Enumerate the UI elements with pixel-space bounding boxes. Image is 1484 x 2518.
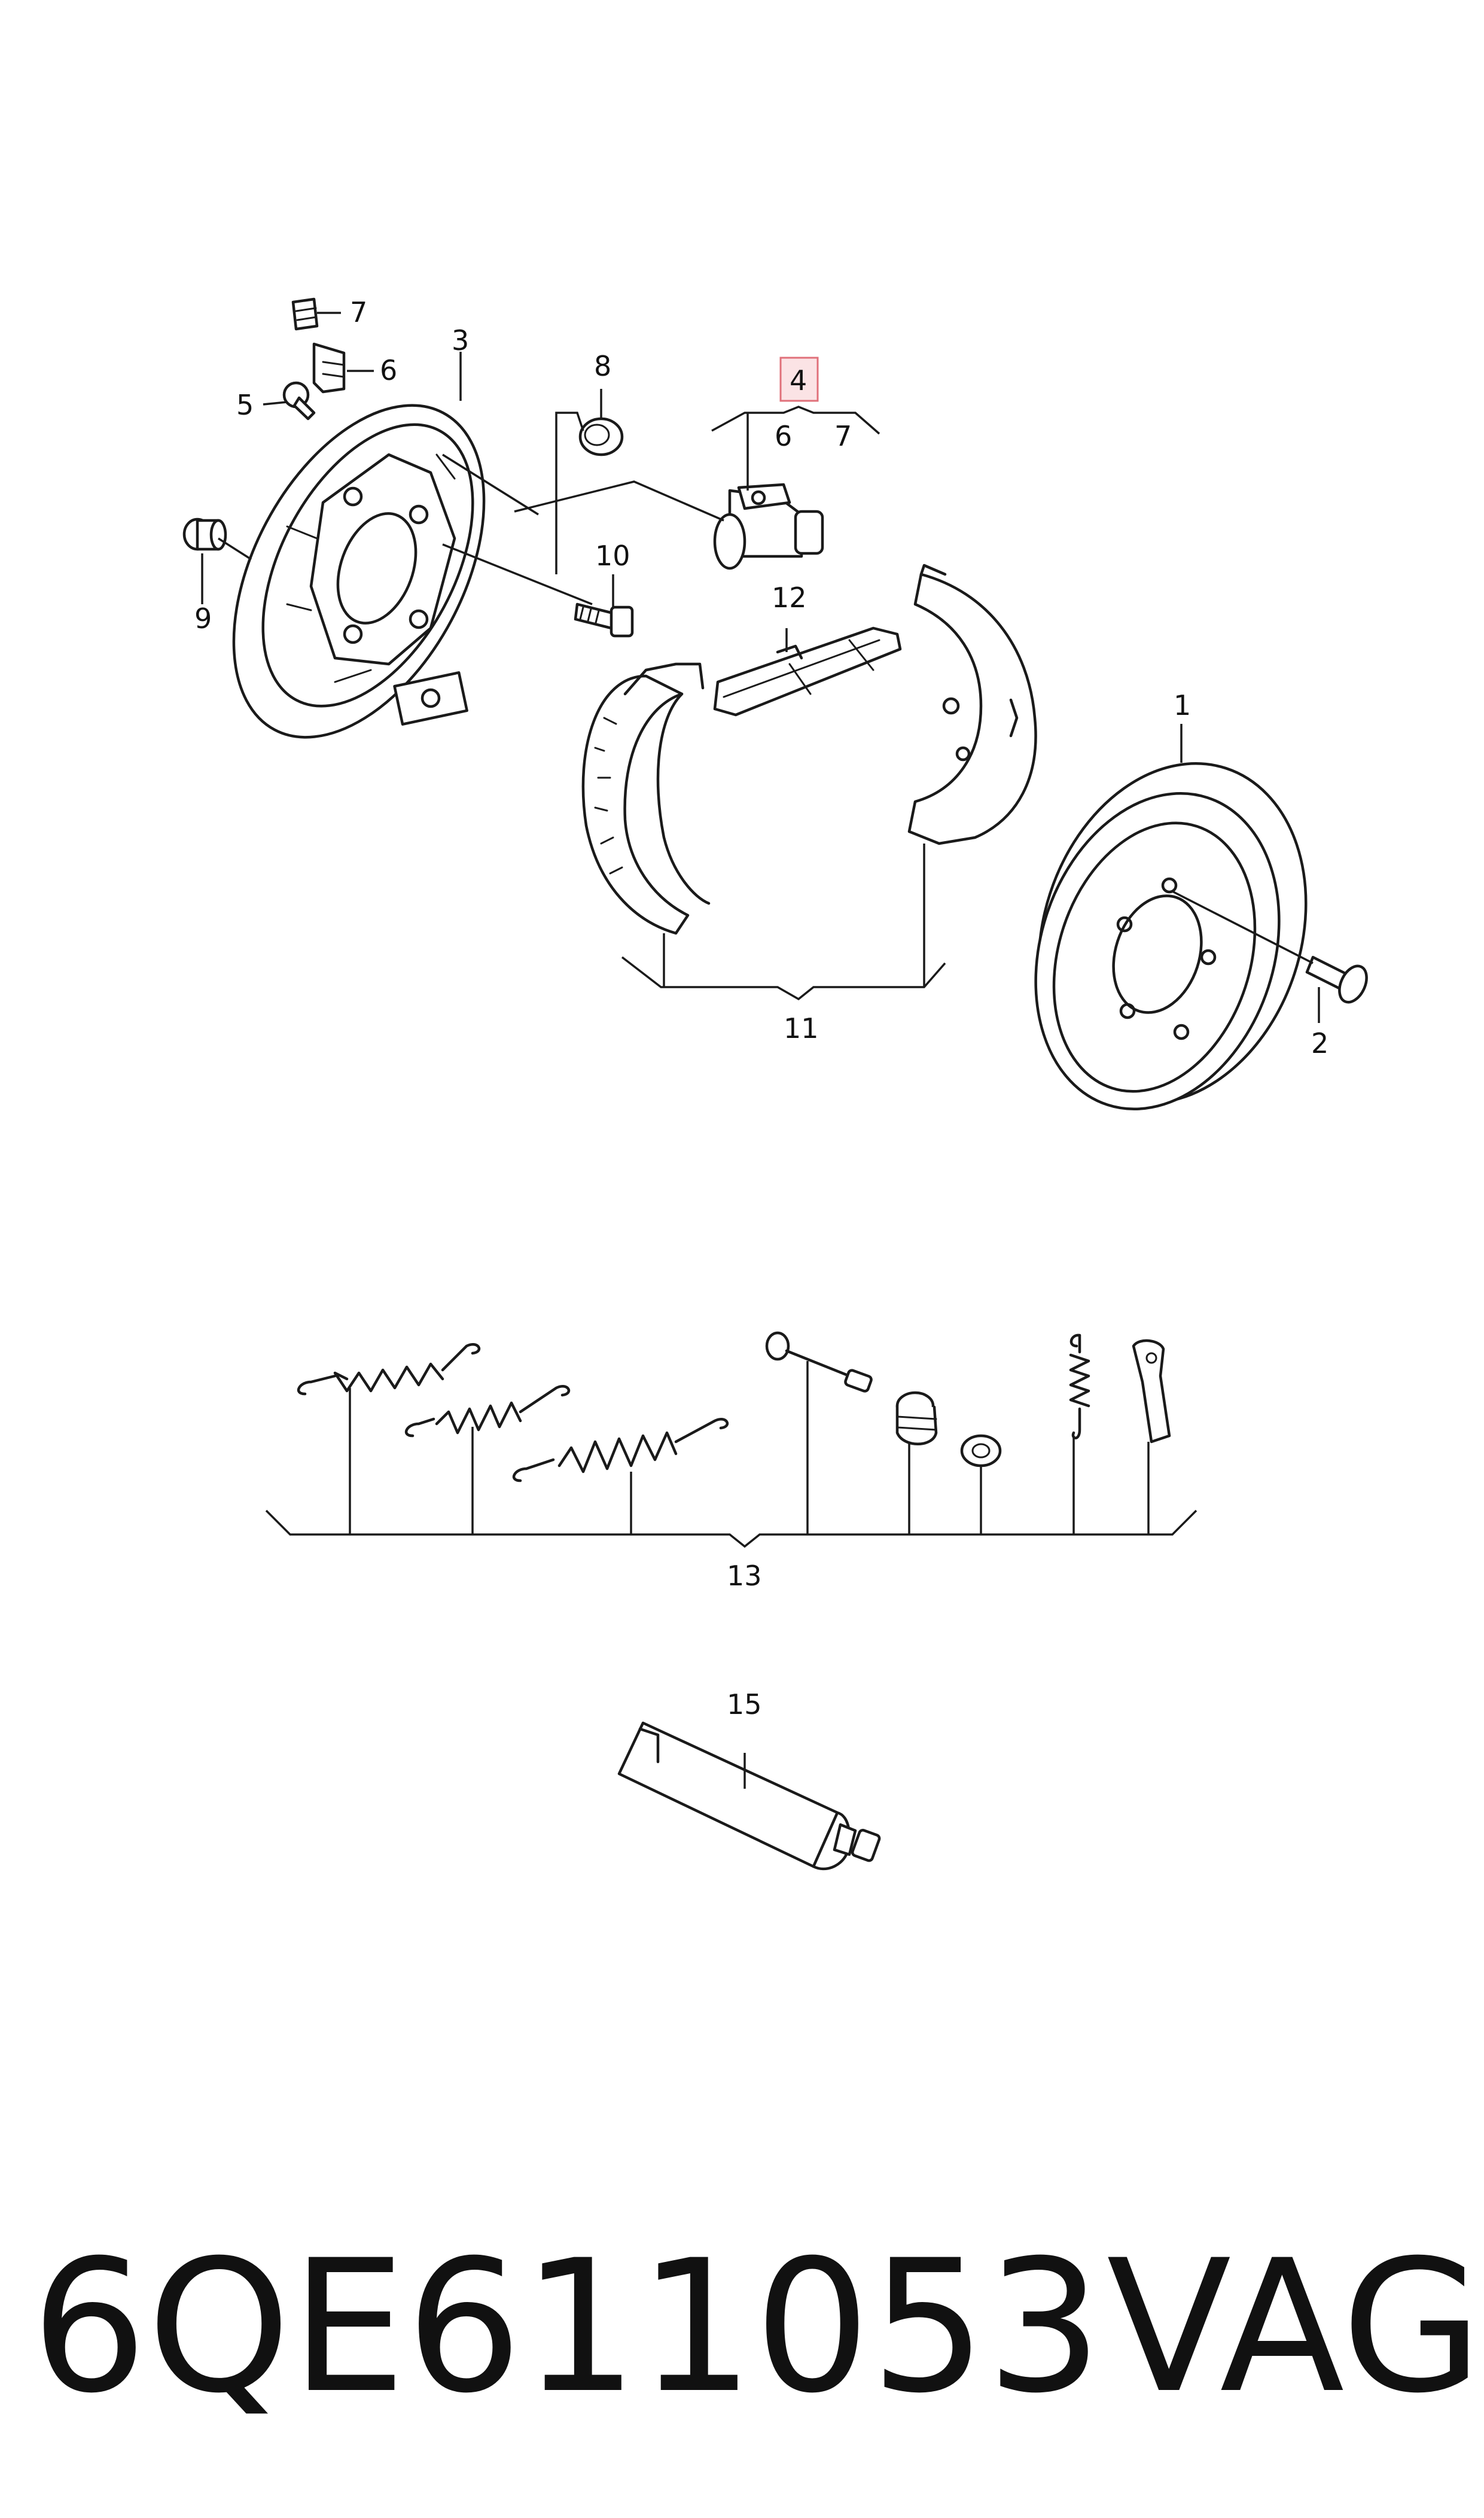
callout-10[interactable]: 10 [595,540,630,572]
callout-5[interactable]: 5 [236,389,254,421]
callout-11[interactable]: 11 [784,1012,819,1045]
rubber-plug [578,417,624,456]
brake-drum [1034,762,1308,1111]
drum-screw [1305,955,1368,1004]
brake-shoe-right [907,564,1037,845]
brand-name: VAG [1107,2221,1483,2433]
mounting-bolt [574,602,634,638]
hex-bolt-small [282,381,316,421]
footer-caption: 6QE611053 VAG [0,2225,1484,2429]
brake-backplate [232,404,486,739]
leader-lines [201,312,1320,1789]
retaining-pin [765,1331,873,1393]
grease-tube [617,1721,881,1871]
callout-7-bracket[interactable]: 7 [834,420,852,452]
callout-13[interactable]: 13 [727,1560,762,1592]
callout-15[interactable]: 15 [727,1688,762,1721]
callout-6-bracket[interactable]: 6 [775,420,792,452]
callout-9[interactable]: 9 [194,602,212,635]
bleed-screw [312,342,346,394]
bleed-valve-cap [291,297,319,331]
callout-12[interactable]: 12 [772,581,807,614]
spring-large-2 [404,1385,570,1438]
wheel-cylinder [713,483,824,570]
callout-8[interactable]: 8 [594,350,611,382]
spring-cup-coil [895,1391,938,1445]
highlight-box [779,357,819,402]
callout-4[interactable]: 4 [790,364,807,397]
parking-brake-lever [1132,1339,1171,1444]
callout-7-left[interactable]: 7 [350,296,367,328]
brake-shoe-left [581,662,711,935]
part-number: 6QE611053 [31,2221,1103,2433]
spring-large-1 [297,1343,480,1396]
spring-cup [960,1434,1002,1467]
rubber-bush [182,517,227,551]
callout-1[interactable]: 1 [1174,689,1191,721]
adjuster-strut [713,626,902,717]
callout-3[interactable]: 3 [452,324,469,357]
parts-diagram: 1 2 3 4 5 6 6 7 7 8 9 10 11 12 13 15 [182,296,1368,1871]
spring-large-3 [512,1418,729,1482]
callout-2[interactable]: 2 [1311,1027,1328,1059]
spring-small-vertical [1069,1333,1090,1439]
callout-6-left[interactable]: 6 [380,354,397,386]
